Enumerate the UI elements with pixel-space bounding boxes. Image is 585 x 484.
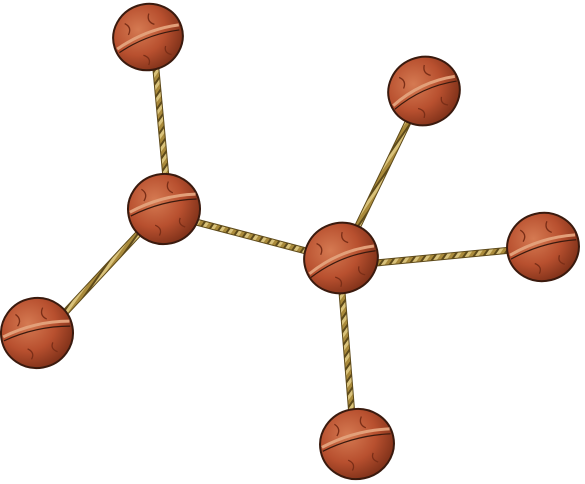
string-left-center-to-left	[56, 228, 144, 322]
string-top-left-to-left-center	[152, 66, 170, 182]
strings	[56, 66, 516, 420]
walnut-left-center	[127, 172, 201, 246]
walnut-right	[506, 211, 580, 283]
string-right-center-to-top-right	[352, 114, 414, 234]
walnut-bottom	[319, 407, 395, 481]
walnut-top-left	[112, 2, 184, 72]
string-right-center-to-bottom	[338, 288, 356, 420]
string-right-center-to-right	[372, 246, 516, 267]
walnut-right-center	[303, 221, 379, 295]
string-left-center-to-right-center	[192, 218, 314, 256]
walnut-left	[0, 296, 74, 370]
walnut-top-right	[387, 55, 461, 127]
